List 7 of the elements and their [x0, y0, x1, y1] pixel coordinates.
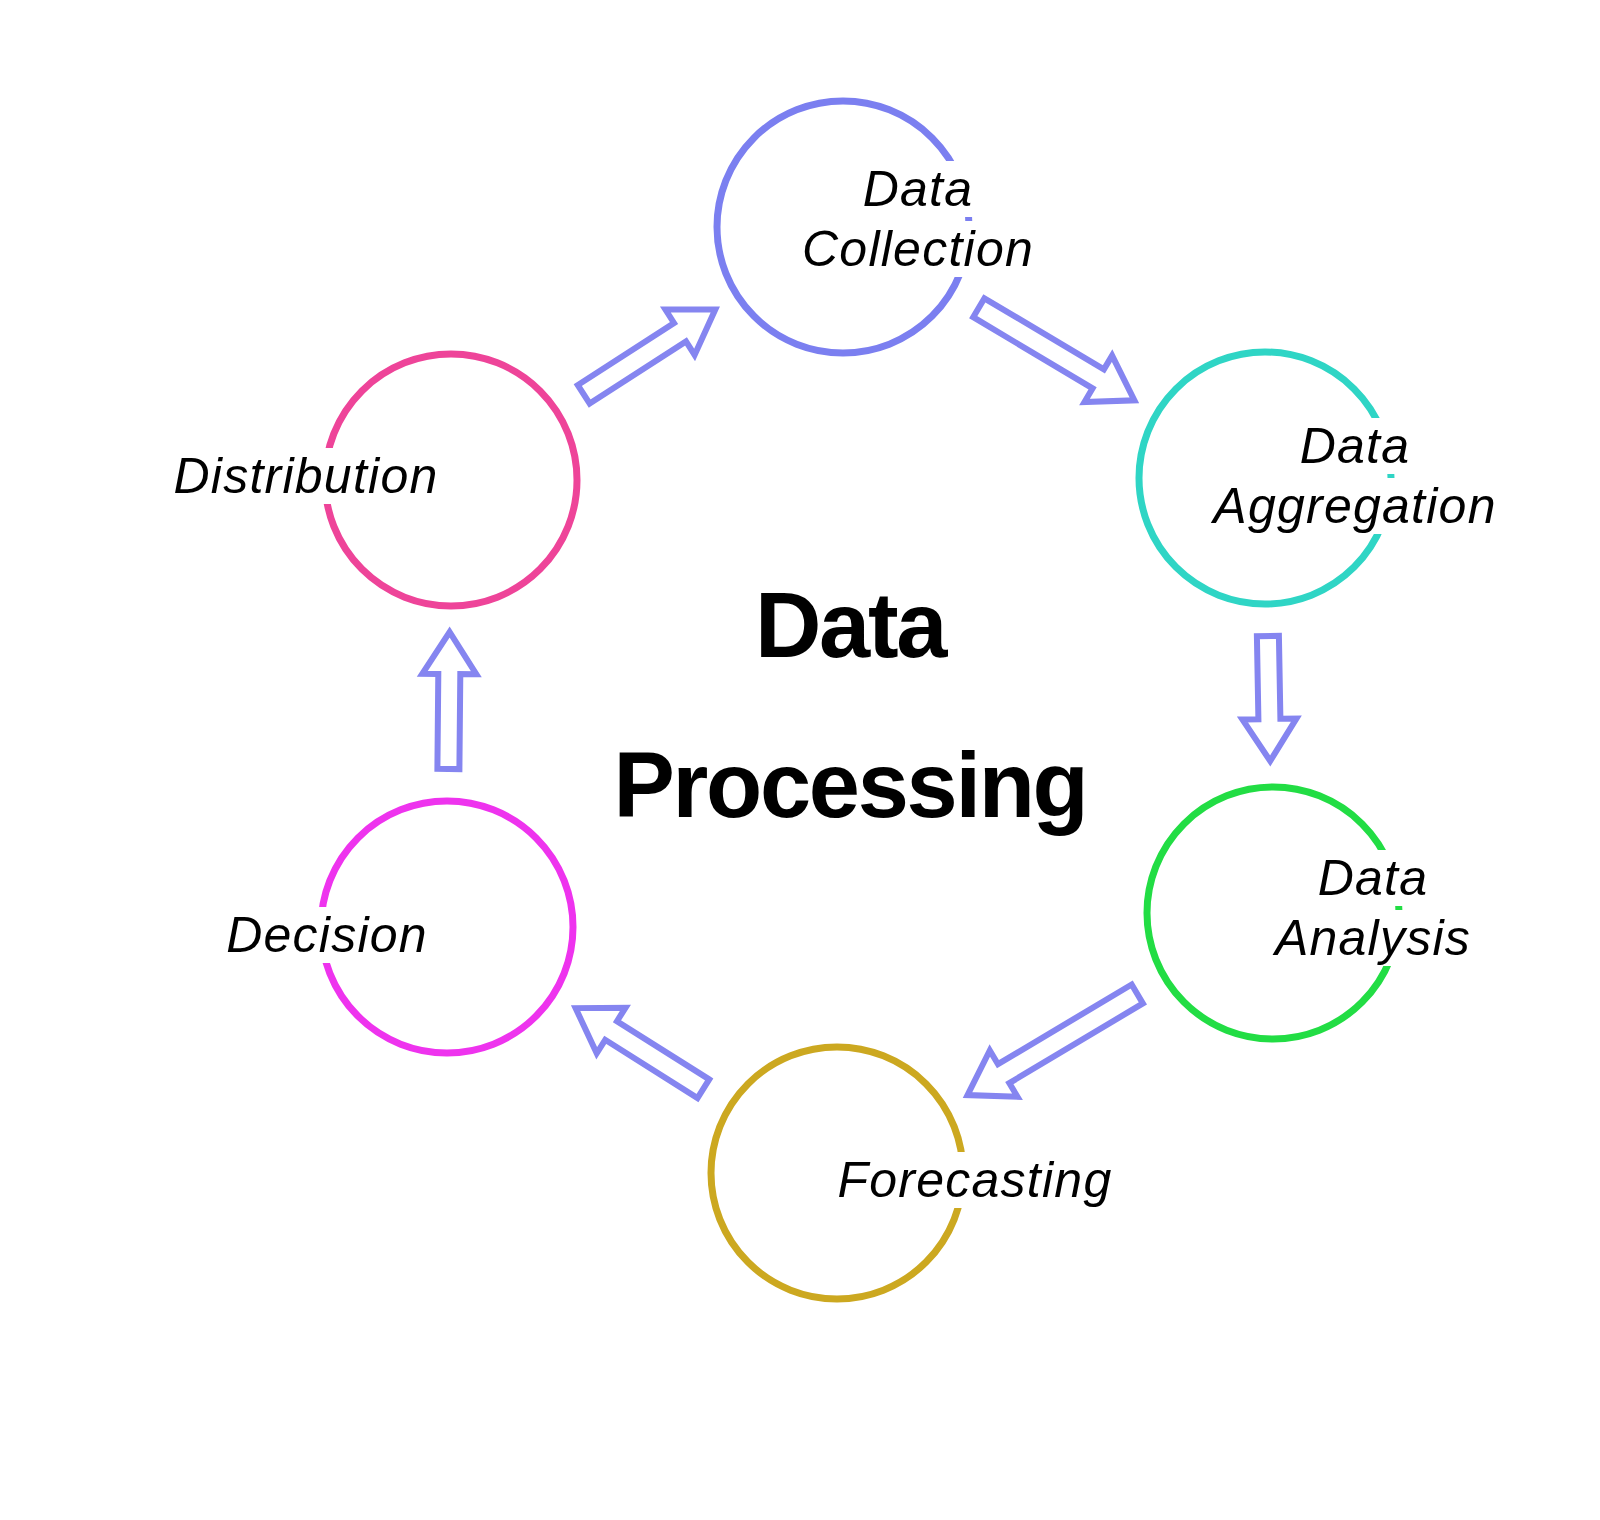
block-arrow [416, 626, 482, 773]
block-arrow [570, 1004, 714, 1103]
block-arrow [969, 294, 1140, 406]
diagram-title: Data Processing [612, 573, 1088, 838]
block-arrow [1236, 632, 1302, 767]
block-arrow [573, 306, 720, 408]
block-arrow [962, 980, 1147, 1100]
